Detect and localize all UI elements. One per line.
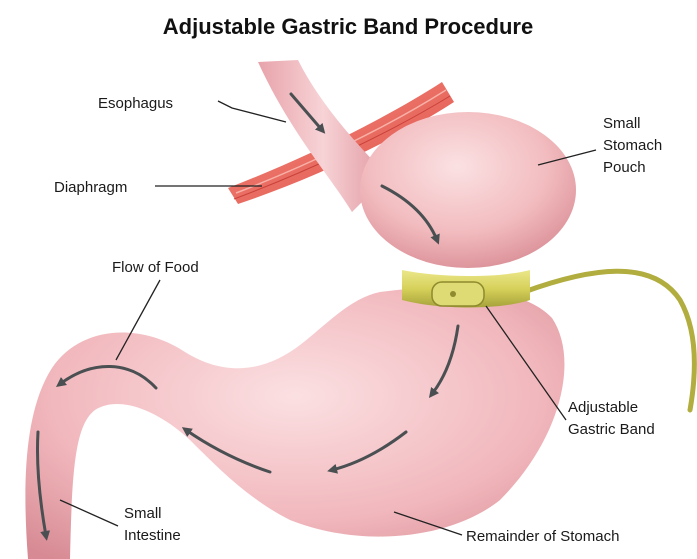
label-remainder-of-stomach: Remainder of Stomach — [466, 528, 619, 545]
label-pouch-line2: Stomach — [603, 137, 662, 154]
label-flow-of-food: Flow of Food — [112, 259, 199, 276]
label-diaphragm: Diaphragm — [54, 179, 127, 196]
label-intestine-line1: Small — [124, 505, 162, 522]
label-band-line2: Gastric Band — [568, 421, 655, 438]
gastric-band — [402, 270, 530, 308]
label-band-line1: Adjustable — [568, 399, 638, 416]
stomach-remainder — [25, 288, 564, 559]
label-pouch-line1: Small — [603, 115, 641, 132]
diagram-title: Adjustable Gastric Band Procedure — [163, 14, 533, 39]
label-intestine-line2: Intestine — [124, 527, 181, 544]
esophagus-leader — [218, 101, 286, 122]
label-pouch-line3: Pouch — [603, 159, 646, 176]
label-esophagus: Esophagus — [98, 95, 173, 112]
